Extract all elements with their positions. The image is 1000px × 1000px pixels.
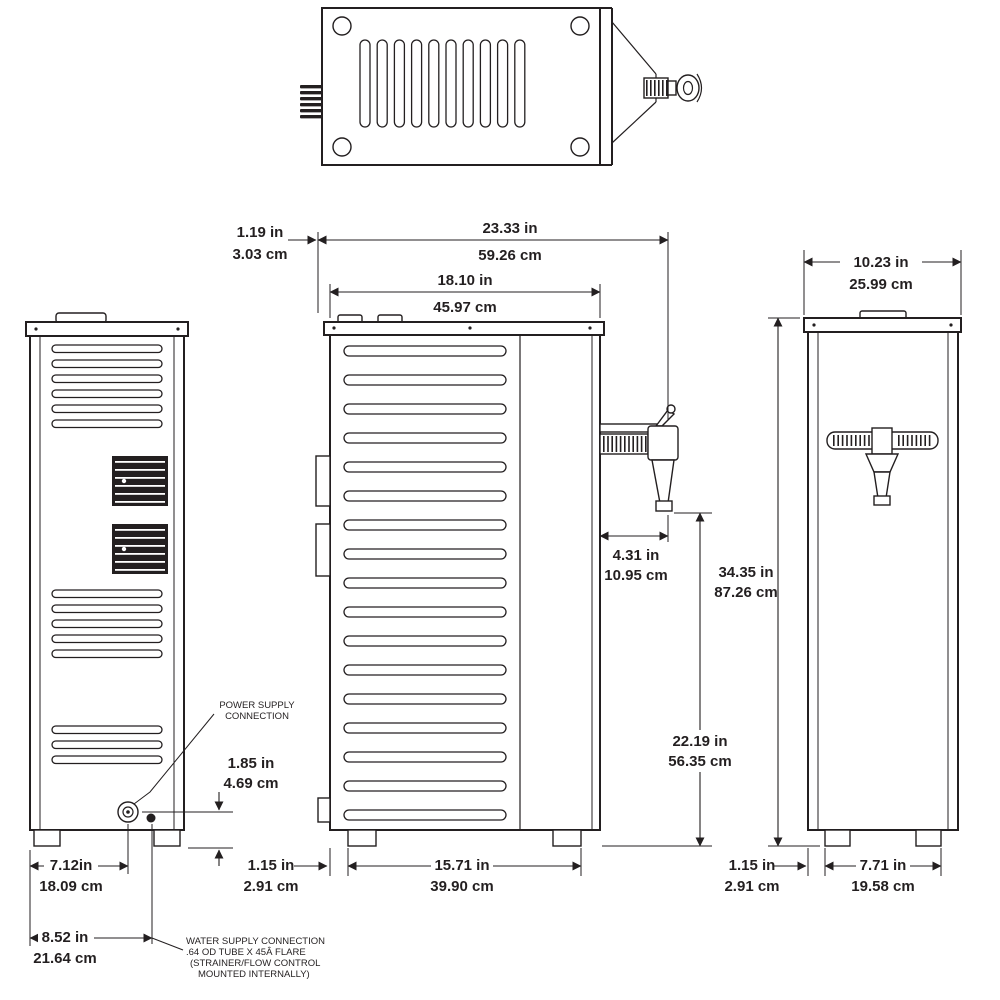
dim-faucet-height-cm: 56.35 cm <box>668 753 731 770</box>
dim-foot-span-width-in: 7.71 in <box>860 857 907 874</box>
top-cap <box>803 317 962 333</box>
top-vent-slots <box>359 39 526 128</box>
top-cap <box>323 321 605 336</box>
dimension-cabinet-width: 10.23 in 25.99 cm <box>803 250 962 315</box>
corner-screw-icon <box>570 137 590 157</box>
dimension-foot-span-width: 7.71 in 19.58 cm <box>824 848 942 895</box>
dim-foot-span-width-cm: 19.58 cm <box>851 878 914 895</box>
front-view <box>803 310 962 847</box>
dimension-foot-span-depth: 15.71 in 39.90 cm <box>347 848 582 895</box>
dimension-faucet-height: 22.19 in 56.35 cm <box>602 512 738 847</box>
dimension-faucet-projection: 4.31 in 10.95 cm <box>599 515 669 584</box>
dim-front-foot-inset-in: 1.15 in <box>729 857 776 874</box>
top-view <box>300 7 703 166</box>
back-left-foot <box>33 829 61 847</box>
dim-cabinet-depth-in: 18.10 in <box>437 272 492 289</box>
dim-faucet-height-in: 22.19 in <box>672 733 727 750</box>
dimension-cabinet-depth: 18.10 in 45.97 cm <box>329 272 601 318</box>
power-conn-side <box>317 797 331 823</box>
back-view <box>25 312 189 847</box>
dim-water-conn-offset-cm: 21.64 cm <box>33 950 96 967</box>
dimension-top-offset: 1.19 in 3.03 cm <box>232 224 317 263</box>
water-supply-note-line2: .64 OD TUBE X 45Â FLARE <box>186 947 306 958</box>
dim-overall-height-cm: 87.26 cm <box>714 584 777 601</box>
dim-top-offset-cm: 3.03 cm <box>232 246 287 263</box>
back-right-foot <box>153 829 181 847</box>
corner-screw-icon <box>332 16 352 36</box>
water-supply-note-line4: MOUNTED INTERNALLY) <box>198 969 310 980</box>
spout-tip <box>873 495 891 506</box>
water-supply-connector <box>146 813 156 823</box>
side-vent-slots <box>343 345 507 821</box>
side-left-foot <box>347 829 377 847</box>
power-supply-note: POWER SUPPLY CONNECTION <box>133 700 295 805</box>
dim-power-conn-offset-in: 7.12in <box>50 857 93 874</box>
dim-power-conn-offset-cm: 18.09 cm <box>39 878 102 895</box>
dim-power-conn-height-cm: 4.69 cm <box>223 775 278 792</box>
dim-top-offset-in: 1.19 in <box>237 224 284 241</box>
dimension-overall-height: 34.35 in 87.26 cm <box>714 317 820 847</box>
terminal-block-side <box>315 523 331 577</box>
corner-screw-icon <box>570 16 590 36</box>
dim-overall-depth-cm: 59.26 cm <box>478 247 541 264</box>
dim-cabinet-depth-cm: 45.97 cm <box>433 299 496 316</box>
back-vent-group-1 <box>51 344 163 429</box>
dim-water-conn-offset-in: 8.52 in <box>42 929 89 946</box>
dim-side-foot-inset-cm: 2.91 cm <box>243 878 298 895</box>
back-vent-group-3 <box>51 725 163 765</box>
dim-faucet-projection-cm: 10.95 cm <box>604 567 667 584</box>
dimension-overall-depth: 23.33 in 59.26 cm <box>317 220 669 420</box>
heatsink-block-2 <box>112 524 168 574</box>
dim-overall-height-in: 34.35 in <box>718 564 773 581</box>
power-supply-connector <box>117 801 139 823</box>
heatsink-block-1 <box>112 456 168 506</box>
front-panel <box>807 331 959 831</box>
dim-faucet-projection-in: 4.31 in <box>613 547 660 564</box>
dim-front-foot-inset-cm: 2.91 cm <box>724 878 779 895</box>
dimension-power-conn-height: 1.85 in 4.69 cm <box>142 755 279 866</box>
water-supply-note-line3: (STRAINER/FLOW CONTROL <box>190 958 320 969</box>
power-supply-note-line1: POWER SUPPLY <box>219 700 295 711</box>
side-right-foot <box>552 829 582 847</box>
water-supply-note: WATER SUPPLY CONNECTION .64 OD TUBE X 45… <box>151 936 325 980</box>
dim-foot-span-depth-cm: 39.90 cm <box>430 878 493 895</box>
dim-cabinet-width-in: 10.23 in <box>853 254 908 271</box>
dim-foot-span-depth-in: 15.71 in <box>434 857 489 874</box>
water-supply-note-line1: WATER SUPPLY CONNECTION <box>186 936 325 947</box>
front-right-foot <box>915 829 942 847</box>
dim-side-foot-inset-in: 1.15 in <box>248 857 295 874</box>
dim-power-conn-height-in: 1.85 in <box>228 755 275 772</box>
spout-tip <box>655 500 673 512</box>
corner-screw-icon <box>332 137 352 157</box>
dimension-side-foot-inset: 1.15 in 2.91 cm <box>243 848 349 895</box>
top-cap <box>25 321 189 337</box>
side-view <box>315 314 679 847</box>
dim-cabinet-width-cm: 25.99 cm <box>849 276 912 293</box>
dimension-water-conn-offset: 8.52 in 21.64 cm <box>29 824 153 967</box>
faucet-plan <box>643 73 703 103</box>
faucet-side <box>599 404 679 512</box>
dim-overall-depth-in: 23.33 in <box>482 220 537 237</box>
power-supply-note-line2: CONNECTION <box>225 711 289 722</box>
dimension-front-foot-inset: 1.15 in 2.91 cm <box>724 848 826 895</box>
terminal-block-side <box>315 455 331 507</box>
back-vent-group-2 <box>51 589 163 659</box>
front-left-foot <box>824 829 851 847</box>
terminal-block <box>300 85 322 119</box>
dimension-power-conn-offset: 7.12in 18.09 cm <box>29 824 129 946</box>
faucet-front <box>826 427 939 506</box>
